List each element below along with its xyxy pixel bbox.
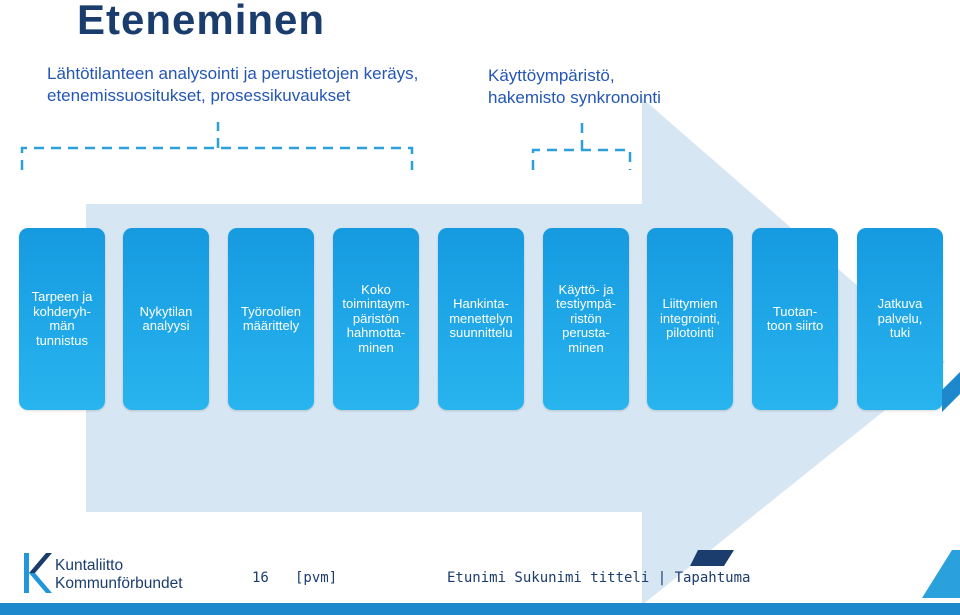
footer-text: Etunimi Sukunimi titteli | Tapahtuma	[447, 570, 751, 586]
step-label: Hankinta- menettelyn suunnittelu	[449, 296, 513, 341]
step-label: Jatkuva palvelu, tuki	[877, 296, 923, 341]
right-bracket-line	[531, 148, 632, 170]
right-caption: Käyttöympäristö, hakemisto synkronointi	[488, 65, 661, 109]
step-box-5: Hankinta- menettelyn suunnittelu	[438, 228, 524, 410]
logo-mark-icon	[24, 553, 52, 593]
left-caption-line1: Lähtötilanteen analysointi ja perustieto…	[47, 64, 419, 83]
step-label: Liittymien integrointi, pilotointi	[660, 296, 720, 341]
step-box-2: Nykytilan analyysi	[123, 228, 209, 410]
right-caption-line1: Käyttöympäristö,	[488, 66, 615, 85]
left-dashed-bracket	[20, 122, 414, 170]
step-label: Koko toimintaym- päristön hahmotta- mine…	[342, 281, 410, 355]
footer-bar	[0, 603, 960, 615]
left-caption-line2: etenemissuositukset, prosessikuvaukset	[47, 86, 351, 105]
step-label: Tuotan- toon siirto	[766, 303, 824, 333]
corner-stripe-decoration	[942, 372, 960, 412]
step-box-9: Jatkuva palvelu, tuki	[857, 228, 943, 410]
step-label: Nykytilan analyysi	[139, 303, 193, 333]
kuntaliitto-logo: Kuntaliitto Kommunförbundet	[22, 551, 202, 599]
step-box-8: Tuotan- toon siirto	[752, 228, 838, 410]
step-label: Tarpeen ja kohderyh- män tunnistus	[31, 289, 93, 348]
step-box-1: Tarpeen ja kohderyh- män tunnistus	[19, 228, 105, 410]
step-box-4: Koko toimintaym- päristön hahmotta- mine…	[333, 228, 419, 410]
page-number: 16	[252, 570, 269, 586]
date-placeholder: [pvm]	[295, 570, 338, 586]
step-box-3: Työroolien määrittely	[228, 228, 314, 410]
step-label: Työroolien määrittely	[241, 303, 301, 333]
footer-stripe-decoration	[690, 550, 960, 598]
logo-text-line2: Kommunförbundet	[55, 575, 183, 592]
logo-text-line1: Kuntaliitto	[55, 557, 124, 574]
step-label: Käyttö- ja testiympä- ristön perusta- mi…	[556, 281, 616, 355]
page-title: Eteneminen	[77, 0, 326, 43]
step-box-6: Käyttö- ja testiympä- ristön perusta- mi…	[543, 228, 629, 410]
right-dashed-bracket	[531, 122, 632, 170]
right-caption-line2: hakemisto synkronointi	[488, 88, 661, 107]
left-caption: Lähtötilanteen analysointi ja perustieto…	[47, 63, 418, 107]
left-bracket-line	[20, 146, 414, 170]
step-box-7: Liittymien integrointi, pilotointi	[647, 228, 733, 410]
